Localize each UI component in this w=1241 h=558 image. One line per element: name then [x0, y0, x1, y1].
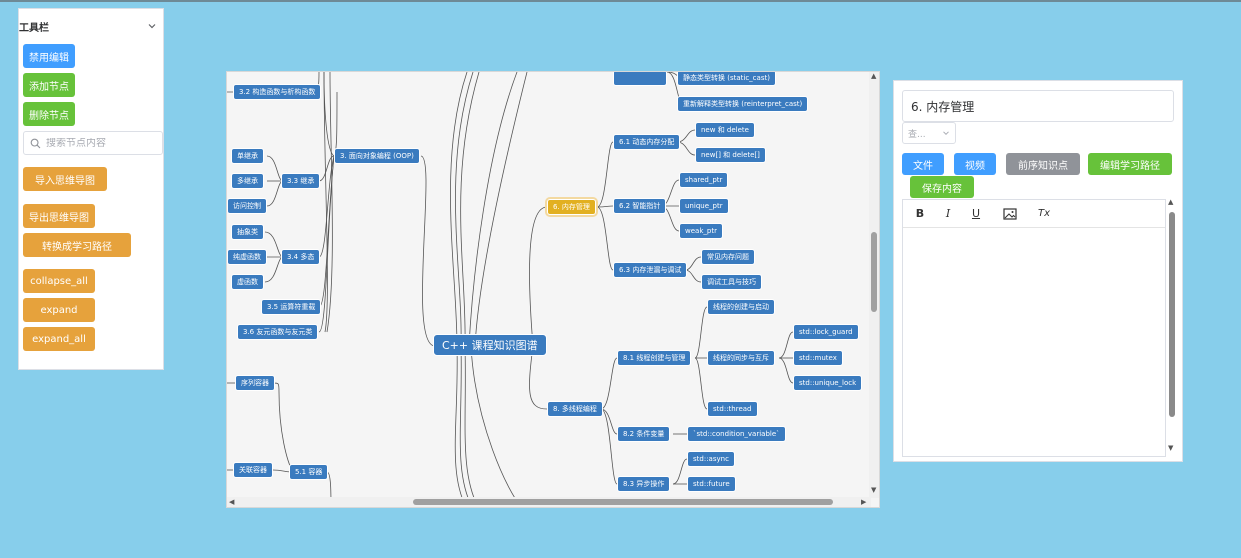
- expand-all-button[interactable]: expand_all: [23, 327, 95, 351]
- mindmap-node[interactable]: 序列容器: [235, 375, 275, 391]
- mindmap-node[interactable]: 3. 面向对象编程 (OOP): [334, 148, 420, 164]
- search-icon: [30, 138, 41, 148]
- mindmap-node[interactable]: 3.6 友元函数与友元类: [237, 324, 319, 340]
- mindmap-node[interactable]: shared_ptr: [679, 172, 729, 188]
- mindmap-node[interactable]: 3.4 多态: [281, 249, 321, 265]
- mindmap-node[interactable]: 常见内存问题: [701, 249, 755, 265]
- video-button[interactable]: 视频: [954, 153, 996, 175]
- mindmap-node[interactable]: std::mutex: [793, 350, 843, 366]
- mindmap-vertical-scrollbar[interactable]: ▲ ▼: [869, 72, 879, 498]
- mindmap-canvas[interactable]: 静态类型转换 (static_cast) 重新解释类型转换 (reinterpr…: [226, 71, 880, 508]
- top-border: [0, 0, 1241, 2]
- mindmap-node[interactable]: std::unique_lock: [793, 375, 863, 391]
- mindmap-node[interactable]: 重新解释类型转换 (reinterpret_cast): [677, 96, 809, 112]
- mindmap-node[interactable]: 5.1 容器: [289, 464, 329, 480]
- mindmap-node[interactable]: weak_ptr: [679, 223, 723, 239]
- underline-icon[interactable]: U: [971, 207, 981, 220]
- chevron-down-icon[interactable]: [147, 21, 157, 31]
- mindmap-node[interactable]: std::async: [687, 451, 735, 467]
- toolbar-header[interactable]: 工具栏: [19, 9, 163, 43]
- mindmap-node[interactable]: 多继承: [231, 173, 264, 189]
- search-input[interactable]: [46, 137, 156, 149]
- mindmap-vertical-scroll-thumb[interactable]: [871, 232, 877, 312]
- mindmap-node[interactable]: 3.3 继承: [281, 173, 321, 189]
- mindmap-node[interactable]: 虚函数: [231, 274, 264, 290]
- scroll-up-icon[interactable]: ▲: [871, 72, 877, 80]
- toolbar-title: 工具栏: [19, 22, 49, 34]
- export-mindmap-button[interactable]: 导出思维导图: [23, 204, 95, 228]
- expand-button[interactable]: expand: [23, 298, 95, 322]
- scroll-left-icon[interactable]: ◀: [229, 498, 235, 506]
- mindmap-links: [227, 72, 794, 507]
- mindmap-node[interactable]: `std::condition_variable`: [687, 426, 786, 442]
- image-icon[interactable]: [1003, 207, 1017, 220]
- mindmap-node[interactable]: 单继承: [231, 148, 264, 164]
- mindmap-horizontal-scroll-thumb[interactable]: [413, 499, 833, 505]
- mindmap-node[interactable]: [613, 72, 667, 86]
- mindmap-node[interactable]: 8.1 线程创建与管理: [617, 350, 692, 366]
- mindmap-node[interactable]: new[] 和 delete[]: [695, 147, 766, 163]
- mindmap-node[interactable]: 线程的同步与互斥: [707, 350, 775, 366]
- editor-toolbar: B I U Tx: [903, 200, 1165, 228]
- clear-format-icon[interactable]: Tx: [1037, 208, 1051, 219]
- scroll-up-icon[interactable]: ▲: [1168, 198, 1174, 206]
- mindmap-node[interactable]: 线程的创建与启动: [707, 299, 775, 315]
- mindmap-node[interactable]: 关联容器: [233, 462, 273, 478]
- mindmap-horizontal-scrollbar[interactable]: ◀ ▶: [227, 497, 871, 507]
- mindmap-node[interactable]: std::lock_guard: [793, 324, 859, 340]
- mindmap-node[interactable]: 访问控制: [227, 198, 267, 214]
- edit-learning-path-button[interactable]: 编辑学习路径: [1088, 153, 1172, 175]
- mindmap-node[interactable]: 8.3 异步操作: [617, 476, 671, 492]
- scroll-down-icon[interactable]: ▼: [871, 486, 877, 494]
- file-button[interactable]: 文件: [902, 153, 944, 175]
- toolbar-panel: 工具栏 禁用编辑 添加节点 删除节点 导入思维导图 导出思维导图 转换成学习路径…: [18, 8, 164, 370]
- editor-scrollbar[interactable]: ▲ ▼: [1167, 198, 1177, 458]
- mindmap-node[interactable]: 抽象类: [231, 224, 264, 240]
- mindmap-node[interactable]: 6.3 内存泄漏与调试: [613, 262, 688, 278]
- editor-scroll-thumb[interactable]: [1169, 212, 1175, 417]
- add-node-button[interactable]: 添加节点: [23, 73, 75, 97]
- mindmap-node[interactable]: 8.2 条件变量: [617, 426, 671, 442]
- mindmap-node[interactable]: 6.2 智能指针: [613, 198, 667, 214]
- type-select-placeholder: 查...: [908, 129, 926, 140]
- mindmap-node[interactable]: new 和 delete: [695, 122, 755, 138]
- type-select[interactable]: 查...: [902, 122, 956, 144]
- mindmap-root-node[interactable]: C++ 课程知识图谱: [433, 334, 547, 356]
- scroll-right-icon[interactable]: ▶: [861, 498, 867, 506]
- search-box[interactable]: [23, 131, 163, 155]
- import-mindmap-button[interactable]: 导入思维导图: [23, 167, 107, 191]
- mindmap-node[interactable]: 纯虚函数: [227, 249, 267, 265]
- node-detail-panel: 6. 内存管理 查... 文件 视频 前序知识点 编辑学习路径 保存内容 B I…: [893, 80, 1183, 462]
- mindmap-node[interactable]: std::future: [687, 476, 736, 492]
- collapse-all-button[interactable]: collapse_all: [23, 269, 95, 293]
- disable-edit-button[interactable]: 禁用编辑: [23, 44, 75, 68]
- mindmap-node[interactable]: 6.1 动态内存分配: [613, 134, 681, 150]
- mindmap-node-selected[interactable]: 6. 内存管理: [547, 199, 596, 215]
- italic-icon[interactable]: I: [945, 207, 951, 220]
- mindmap-node[interactable]: std::thread: [707, 401, 758, 417]
- mindmap-node[interactable]: unique_ptr: [679, 198, 729, 214]
- prerequisite-button[interactable]: 前序知识点: [1006, 153, 1080, 175]
- mindmap-node[interactable]: 静态类型转换 (static_cast): [677, 72, 776, 86]
- to-learning-path-button[interactable]: 转换成学习路径: [23, 233, 131, 257]
- bold-icon[interactable]: B: [915, 207, 925, 220]
- mindmap-node[interactable]: 8. 多线程编程: [547, 401, 603, 417]
- mindmap-node[interactable]: 3.5 运算符重载: [261, 299, 322, 315]
- save-content-button[interactable]: 保存内容: [910, 176, 974, 198]
- mindmap-node[interactable]: 3.2 构造函数与析构函数: [233, 84, 322, 100]
- scroll-down-icon[interactable]: ▼: [1168, 444, 1174, 452]
- rich-text-editor[interactable]: B I U Tx ▲ ▼: [902, 198, 1175, 457]
- mindmap-node[interactable]: 调试工具与技巧: [701, 274, 762, 290]
- chevron-down-icon: [943, 131, 949, 136]
- node-title-field[interactable]: 6. 内存管理: [902, 90, 1174, 122]
- delete-node-button[interactable]: 删除节点: [23, 102, 75, 126]
